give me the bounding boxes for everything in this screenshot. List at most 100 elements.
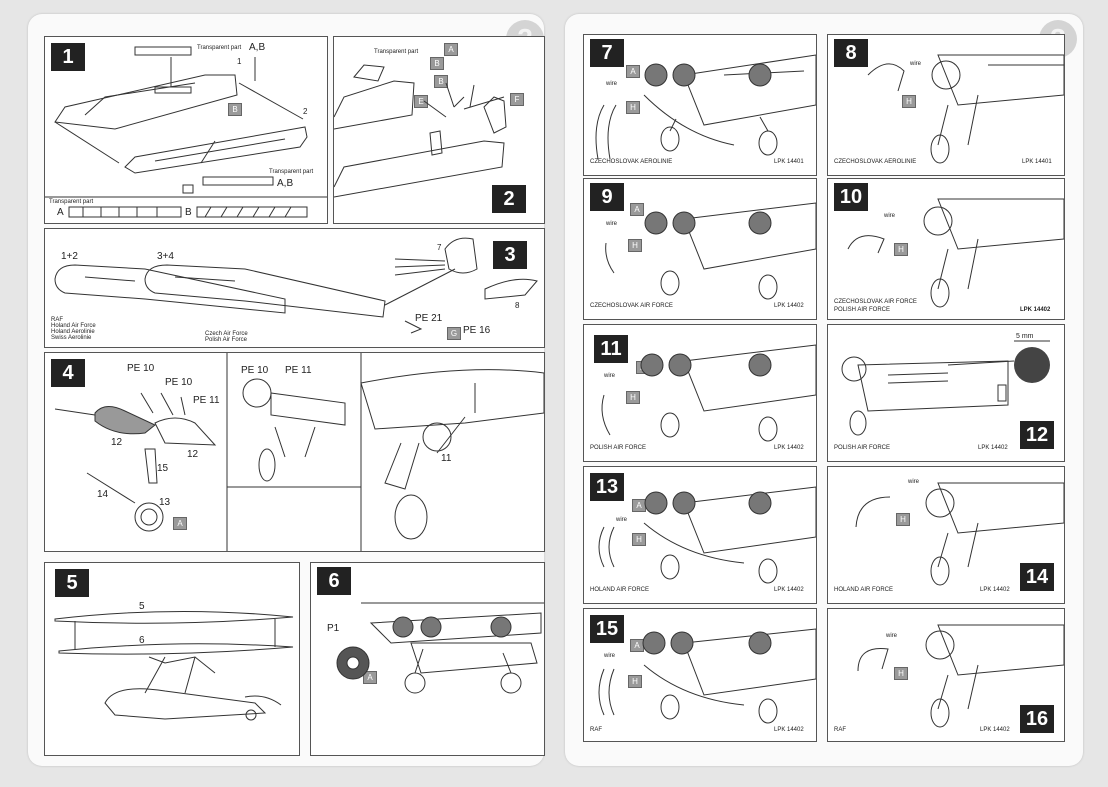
variant-caption: CZECHOSLOVAK AEROLINIE	[590, 159, 673, 165]
decal-code: LPK 14401	[1022, 159, 1052, 165]
step-1-drawing	[45, 46, 327, 218]
step-16-panel: wire H 16 RAF LPK 14402	[827, 608, 1065, 742]
part-tag-b: B	[430, 57, 444, 70]
pe-11-label: PE 11	[193, 395, 220, 406]
step-15-drawing	[598, 628, 816, 724]
part-12-label: 12	[111, 437, 123, 448]
instruction-page-right: 3 7 A wire H CZECHOSLOVAK AEROLINIE LPK …	[565, 14, 1083, 766]
part-ab-label: A,B	[277, 178, 294, 189]
variant-caption: CZECHOSLOVAK AIR FORCE	[834, 299, 917, 305]
part-tag-e: E	[414, 95, 428, 108]
part-tag-b: B	[228, 103, 242, 116]
part-8-label: 8	[515, 301, 520, 310]
step-13-drawing	[598, 486, 816, 584]
part-ab-label: A,B	[249, 42, 266, 53]
wire-label: wire	[604, 653, 616, 659]
strip-a-label: A	[57, 207, 64, 218]
part-14-label: 14	[97, 489, 109, 500]
step-4-drawing	[54, 353, 544, 551]
decal-code: LPK 14401	[774, 159, 804, 165]
part-7-label: 7	[437, 243, 442, 252]
dimension-label: 5 mm	[1016, 333, 1034, 340]
pe-16-label: PE 16	[463, 325, 491, 336]
step-6-number: 6	[317, 567, 351, 595]
part-tag-b: B	[434, 75, 448, 88]
variant-caption: POLISH AIR FORCE	[834, 445, 891, 451]
step-12-number: 12	[1020, 421, 1054, 449]
step-2-panel: Transparent part A B B E F 2	[333, 36, 545, 224]
version-note: Polish Air Force	[205, 337, 248, 343]
part-tag-h: H	[626, 391, 640, 404]
step-5-number: 5	[55, 569, 89, 597]
step-11-number: 11	[594, 335, 628, 363]
step-4-number: 4	[51, 359, 85, 387]
variant-caption: CZECHOSLOVAK AEROLINIE	[834, 159, 917, 165]
step-9-drawing	[605, 202, 816, 300]
step-3-number: 3	[493, 241, 527, 269]
wire-label: wire	[908, 479, 920, 485]
step-15-panel: 15 A wire H RAF LPK 14402	[583, 608, 817, 742]
step-8-number: 8	[834, 39, 868, 67]
step-9-panel: 9 A wire H CZECHOSLOVAK AIR FORCE LPK 14…	[583, 178, 817, 320]
step-10-number: 10	[834, 183, 868, 211]
step-10-panel: 10 wire H CZECHOSLOVAK AIR FORCE POLISH …	[827, 178, 1065, 320]
step-16-drawing	[857, 624, 1064, 728]
step-10-drawing	[847, 198, 1064, 308]
wire-label: wire	[606, 81, 618, 87]
wire-label: wire	[886, 633, 898, 639]
step-14-panel: wire H 14 HOLAND AIR FORCE LPK 14402	[827, 466, 1065, 604]
variant-caption: POLISH AIR FORCE	[834, 307, 891, 313]
step-3-drawing	[54, 237, 538, 334]
step-13-number: 13	[590, 473, 624, 501]
step-4-panel: 4 PE 10 PE 10 PE 11 12 12 15 14 13 A PE …	[44, 352, 545, 552]
variant-caption: POLISH AIR FORCE	[590, 445, 647, 451]
pe-21-label: PE 21	[415, 313, 443, 324]
step-7-number: 7	[590, 39, 624, 67]
part-11-label: 11	[441, 453, 452, 464]
version-note: Swiss Aerolinie	[51, 335, 92, 341]
variant-caption: RAF	[834, 727, 846, 733]
step-8-drawing	[867, 54, 1064, 164]
step-16-number: 16	[1020, 705, 1054, 733]
decal-code: LPK 14402	[980, 587, 1010, 593]
part-12-label: 12	[187, 449, 199, 460]
version-note: Czech Air Force	[205, 331, 248, 337]
part-15-label: 15	[157, 463, 169, 474]
part-tag-h: H	[628, 239, 642, 252]
part-5-label: 5	[139, 601, 145, 612]
step-14-number: 14	[1020, 563, 1054, 591]
transparent-strip-title: Transparent part	[49, 199, 94, 205]
part-tag-f: F	[510, 93, 524, 106]
decal-code: LPK 14402	[1020, 307, 1051, 313]
transparent-part-label: Transparent part	[374, 49, 419, 55]
part-6-label: 6	[139, 635, 145, 646]
step-3-panel: 3 1+2 3+4 7 8 PE 21 PE 16 G RAF Holand A…	[44, 228, 545, 348]
step-14-drawing	[855, 482, 1064, 586]
wire-label: wire	[606, 221, 618, 227]
decal-code: LPK 14402	[774, 727, 804, 733]
pe-10-label: PE 10	[165, 377, 193, 388]
step-2-drawing	[334, 64, 507, 198]
version-note: Holand Aerolinie	[51, 329, 95, 335]
part-tag-h: H	[896, 513, 910, 526]
pe-10-label: PE 10	[127, 363, 155, 374]
step-15-number: 15	[590, 615, 624, 643]
variant-caption: HOLAND AIR FORCE	[590, 587, 650, 593]
part-3-4-label: 3+4	[157, 251, 174, 262]
wire-label: wire	[910, 61, 922, 67]
step-1-number: 1	[51, 43, 85, 71]
decal-code: LPK 14402	[980, 727, 1010, 733]
step-7-panel: 7 A wire H CZECHOSLOVAK AEROLINIE LPK 14…	[583, 34, 817, 176]
step-13-panel: 13 A wire H HOLAND AIR FORCE LPK 14402	[583, 466, 817, 604]
part-tag-h: H	[626, 101, 640, 114]
step-11-drawing	[601, 344, 816, 442]
step-1-panel: 1 Transparent part A,B 1 2 B Transparent…	[44, 36, 328, 224]
part-tag-h: H	[632, 533, 646, 546]
transparent-part-label: Transparent part	[197, 45, 242, 51]
step-12-drawing	[841, 340, 1050, 436]
roundel-marking	[1014, 347, 1050, 383]
step-2-number: 2	[492, 185, 526, 213]
decal-code: LPK 14402	[774, 587, 804, 593]
step-8-panel: 8 wire H CZECHOSLOVAK AEROLINIE LPK 1440…	[827, 34, 1065, 176]
version-note: Holand Air Force	[51, 323, 96, 329]
